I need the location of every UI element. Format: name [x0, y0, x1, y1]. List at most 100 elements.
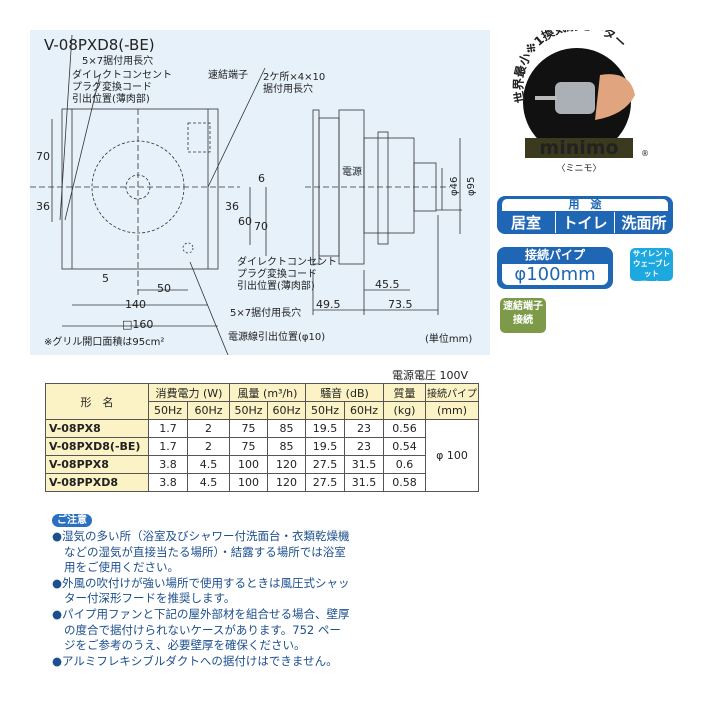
- dim-60: 60: [238, 215, 252, 228]
- quick-line-1: 速結端子: [503, 301, 543, 312]
- usage-title: 用 途: [502, 199, 668, 211]
- cell-a60: 120: [267, 473, 306, 492]
- silent-line-2: ウェーブレット: [632, 259, 671, 278]
- usage-washroom: 洗面所: [614, 212, 673, 233]
- header-airflow-50hz: 50Hz: [229, 401, 268, 420]
- header-mm: (mm): [425, 401, 479, 420]
- silent-line-3: ファン: [640, 279, 663, 288]
- header-noise-60hz: 60Hz: [344, 401, 384, 420]
- pipe-badge: 接続パイプ φ100mm: [497, 247, 613, 289]
- header-pipe: 接続パイプ: [425, 383, 479, 402]
- cell-a50: 100: [229, 455, 268, 474]
- dim-45-5: 45.5: [375, 278, 400, 291]
- cell-kg: 0.6: [383, 455, 426, 474]
- minimo-logo: minimo: [539, 137, 618, 159]
- dim-36: 36: [36, 200, 50, 213]
- cell-p60: 4.5: [187, 473, 230, 492]
- model-name: V-08PPX8: [45, 455, 149, 474]
- cell-a50: 75: [229, 419, 268, 438]
- pipe-title: 接続パイプ: [524, 248, 585, 262]
- cell-p60: 2: [187, 419, 230, 438]
- label-hole-2x4x10-2: 据付用長穴: [263, 82, 313, 95]
- label-hole-5x7-bottom: 5×7据付用長穴: [230, 306, 301, 319]
- cell-a60: 85: [267, 419, 306, 438]
- header-kg: (kg): [383, 401, 426, 420]
- dim-160: □160: [122, 318, 153, 331]
- cell-a60: 120: [267, 455, 306, 474]
- quick-terminal-badge: 速結端子 接続: [500, 298, 546, 333]
- label-direct-outlet-top-1: ダイレクトコンセント: [72, 68, 172, 81]
- header-mass: 質量: [383, 383, 426, 402]
- cell-kg: 0.56: [383, 419, 426, 438]
- usage-badge: 用 途 居室 トイレ 洗面所: [497, 196, 673, 234]
- cell-p50: 1.7: [148, 437, 188, 456]
- cell-n60: 31.5: [344, 455, 384, 474]
- cell-a50: 100: [229, 473, 268, 492]
- label-power-cord: 電源線引出位置(φ10): [228, 330, 325, 343]
- model-name: V-08PX8: [45, 419, 149, 438]
- label-direct-outlet-top-2: プラグ変換コード: [72, 80, 152, 93]
- dim-73-5: 73.5: [388, 298, 413, 311]
- dim-70b: 70: [254, 220, 268, 233]
- header-power: 消費電力 (W): [148, 383, 230, 402]
- svg-text:®: ®: [641, 149, 649, 158]
- unit-label: (単位mm): [425, 332, 472, 345]
- dim-36b: 36: [225, 200, 239, 213]
- caution-title: ご注意: [52, 514, 92, 527]
- drawing-svg: 5×7据付用長穴 ダイレクトコンセント プラグ変換コード 引出位置(薄肉部) 速…: [30, 34, 477, 355]
- label-direct-outlet-bottom-1: ダイレクトコンセント: [237, 255, 337, 268]
- cell-n50: 27.5: [305, 455, 345, 474]
- minimo-motor-emblem: 世界最小※1換気扇モーター minimo ® 〈ミニモ〉: [505, 17, 675, 180]
- note-item: ●湿気の多い所（浴室及びシャワー付洗面台・衣類乾燥機などの湿気が直接当たる場所）…: [52, 529, 350, 575]
- note-item: ●アルミフレキシブルダクトへの据付けはできません。: [52, 653, 338, 668]
- dim-50: 50: [157, 282, 171, 295]
- cell-a60: 85: [267, 437, 306, 456]
- header-power-60hz: 60Hz: [187, 401, 230, 420]
- quick-line-2: 接続: [513, 315, 533, 326]
- header-power-50hz: 50Hz: [148, 401, 188, 420]
- cell-n60: 31.5: [344, 473, 384, 492]
- dim-70: 70: [36, 150, 50, 163]
- dimension-drawing: V-08PXD8(-BE) 5×7据付用長穴 ダイレクトコンセント プラグ変換コ…: [30, 30, 490, 355]
- cell-p60: 2: [187, 437, 230, 456]
- dim-5: 5: [102, 272, 109, 285]
- model-name: V-08PPXD8: [45, 473, 149, 492]
- cell-p50: 1.7: [148, 419, 188, 438]
- cell-n60: 23: [344, 419, 384, 438]
- front-outline: [61, 108, 219, 270]
- cell-p60: 4.5: [187, 455, 230, 474]
- model-name: V-08PXD8(-BE): [45, 437, 149, 456]
- header-noise-50hz: 50Hz: [305, 401, 345, 420]
- pipe-diameter: φ 100: [425, 419, 479, 492]
- dim-phi95: φ95: [466, 177, 477, 196]
- cell-a50: 75: [229, 437, 268, 456]
- dim-140: 140: [125, 298, 146, 311]
- header-name: 形 名: [45, 383, 149, 420]
- dim-49-5: 49.5: [316, 298, 341, 311]
- cell-n60: 23: [344, 437, 384, 456]
- cell-kg: 0.58: [383, 473, 426, 492]
- label-direct-outlet-bottom-2: プラグ変換コード: [237, 267, 317, 280]
- dim-phi46: φ46: [449, 177, 460, 196]
- spec-table: 形 名 消費電力 (W) 風量 (m³/h) 騒音 (dB) 質量 接続パイプ …: [45, 383, 479, 492]
- minimo-reading: 〈ミニモ〉: [556, 163, 601, 174]
- label-power-side: 電源: [342, 165, 362, 178]
- caution-notes: ご注意 ●湿気の多い所（浴室及びシャワー付洗面台・衣類乾燥機などの湿気が直接当た…: [52, 512, 352, 669]
- label-direct-outlet-top-3: 引出位置(薄肉部): [72, 92, 150, 105]
- header-airflow-60hz: 60Hz: [267, 401, 306, 420]
- silent-wavelet-fan-badge: サイレント ウェーブレット ファン: [630, 248, 673, 288]
- label-hole-5x7-top: 5×7据付用長穴: [82, 54, 153, 67]
- quick-terminal-box: [187, 122, 211, 153]
- header-noise: 騒音 (dB): [305, 383, 384, 402]
- usage-toilet: トイレ: [555, 212, 614, 233]
- silent-line-1: サイレント: [632, 249, 671, 258]
- cell-n50: 19.5: [305, 419, 345, 438]
- cell-p50: 3.8: [148, 473, 188, 492]
- usage-living-room: 居室: [510, 214, 541, 232]
- label-quick-terminal: 速結端子: [208, 68, 248, 81]
- note-item: ●パイプ用ファンと下記の屋外部材を組合せる場合、壁厚の度合で据付けられないケース…: [52, 606, 350, 653]
